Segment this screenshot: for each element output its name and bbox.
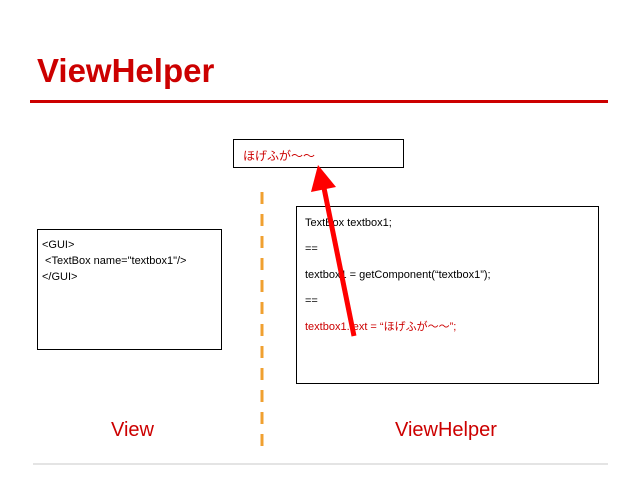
title-underline — [30, 100, 608, 103]
code-line-getcomponent: textbox1 = getComponent(“textbox1”); — [305, 269, 491, 281]
textbox-display: ほげふが～～ — [233, 139, 404, 168]
code-line-separator: == — [305, 243, 318, 255]
view-column-label: View — [111, 419, 154, 441]
update-arrow-head — [311, 165, 336, 192]
view-line-textbox: <TextBox name="textbox1"/> — [42, 255, 187, 267]
viewhelper-column-label: ViewHelper — [395, 419, 497, 441]
view-line-gui-close: </GUI> — [42, 271, 78, 283]
code-line-separator: == — [305, 295, 318, 307]
view-line-gui-open: <GUI> — [42, 239, 75, 251]
view-box: <GUI> <TextBox name="textbox1"/> </GUI> — [37, 229, 222, 350]
update-arrow-shaft — [321, 187, 357, 337]
footer-rule — [33, 463, 608, 465]
page-title: ViewHelper — [37, 52, 215, 89]
code-line-declaration: TextBox textbox1; — [305, 217, 392, 229]
